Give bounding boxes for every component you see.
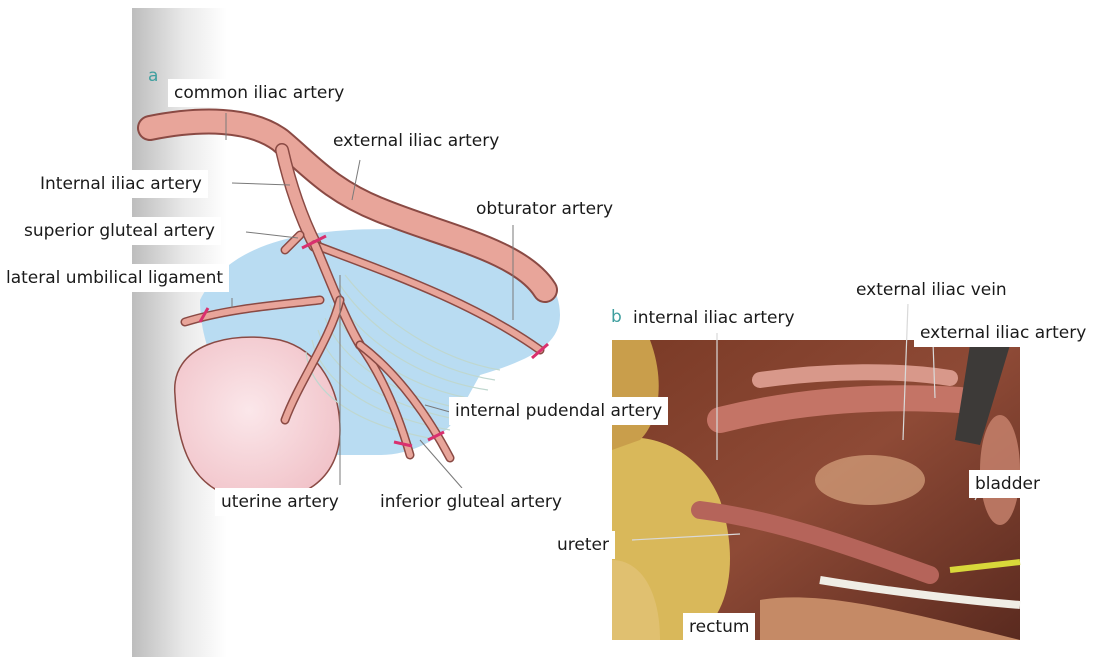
label-ureter: ureter: [551, 531, 615, 559]
label-common-iliac-artery: common iliac artery: [168, 79, 350, 107]
label-internal-iliac-artery: Internal iliac artery: [34, 170, 208, 198]
label-lateral-umbilical-ligament: lateral umbilical ligament: [0, 264, 229, 292]
label-uterine-artery: uterine artery: [215, 488, 345, 516]
label-obturator-artery: obturator artery: [470, 195, 619, 223]
label-internal-pudendal-artery: internal pudendal artery: [449, 397, 668, 425]
label-inferior-gluteal-artery: inferior gluteal artery: [374, 488, 568, 516]
surgical-photo: [612, 340, 1020, 640]
label-external-iliac-vein: external iliac vein: [850, 276, 1013, 304]
label-external-iliac-artery-b: external iliac artery: [914, 319, 1092, 347]
label-external-iliac-artery: external iliac artery: [327, 127, 505, 155]
label-b-internal-iliac-artery: internal iliac artery: [627, 304, 801, 332]
panel-a-letter: a: [148, 66, 158, 86]
label-rectum: rectum: [683, 613, 755, 641]
label-superior-gluteal-artery: superior gluteal artery: [18, 217, 221, 245]
label-bladder: bladder: [969, 470, 1046, 498]
panel-b-letter: b: [611, 307, 622, 327]
